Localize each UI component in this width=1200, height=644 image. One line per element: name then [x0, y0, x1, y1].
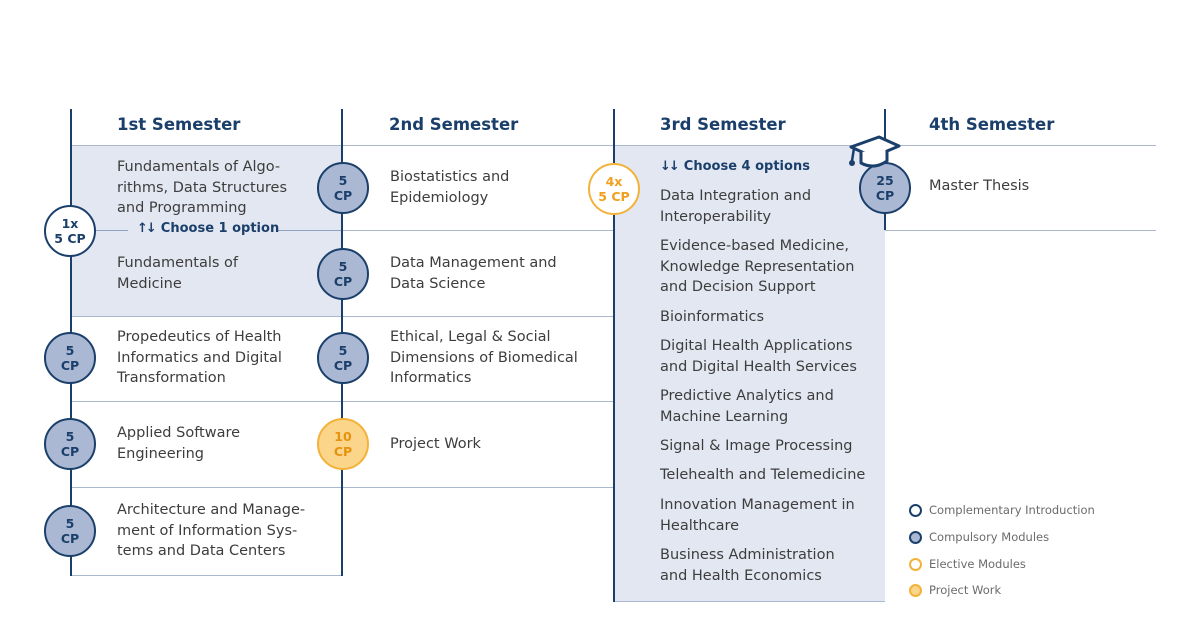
semester-2-module-4: Project Work: [390, 436, 481, 452]
semester-1-module-3: Architecture and Manage- ment of Informa…: [117, 502, 306, 559]
semester-2-module-2-badge: 5 CP: [317, 248, 369, 300]
semester-3-option-7: Telehealth and Telemedicine: [660, 467, 866, 483]
row-line: [885, 230, 1156, 231]
semester-2-module-3: Ethical, Legal & Social Dimensions of Bi…: [390, 329, 578, 386]
semester-1-title: 1st Semester: [117, 115, 241, 134]
semester-3-option-9: Business Administration and Health Econo…: [660, 547, 835, 584]
semester-3-option-5: Predictive Analytics and Machine Learnin…: [660, 388, 834, 425]
semester-2-module-4-badge: 10 CP: [317, 418, 369, 470]
semester-1-module-3-badge: 5 CP: [44, 505, 96, 557]
semester-2-module-2: Data Management and Data Science: [390, 255, 557, 292]
row-line: [71, 575, 342, 576]
semester-3-choice-badge: 4x 5 CP: [588, 163, 640, 215]
choose-divider-left: [96, 230, 128, 231]
semester-1-module-1: Propedeutics of Health Informatics and D…: [117, 329, 282, 386]
elective-panel-semester-3: [614, 145, 885, 601]
semester-1-choose-label: ↑↓ Choose 1 option: [137, 221, 280, 236]
row-line: [614, 601, 885, 602]
semester-1-module-2: Applied Software Engineering: [117, 425, 241, 462]
graduation-cap-icon: [849, 135, 901, 168]
semester-3-option-6: Signal & Image Processing: [660, 438, 853, 454]
semester-3-option-2: Evidence-based Medicine, Knowledge Repre…: [660, 238, 855, 295]
row-line: [342, 230, 614, 231]
legend-complementary: Complementary Introduction: [909, 503, 1095, 517]
semester-2-module-1-badge: 5 CP: [317, 162, 369, 214]
semester-1-option-1: Fundamentals of Algo- rithms, Data Struc…: [117, 159, 287, 216]
semester-3-option-3: Bioinformatics: [660, 309, 764, 325]
semester-3-line: [613, 109, 615, 602]
legend-compulsory-dot: [909, 530, 922, 544]
legend-complementary-dot: [909, 503, 922, 517]
semester-3-option-1: Data Integration and Interoperability: [660, 188, 812, 225]
semester-2-module-1: Biostatistics and Epidemiology: [390, 169, 510, 206]
semester-4-module-1-badge: 25 CP: [859, 162, 911, 214]
semester-3-title: 3rd Semester: [660, 115, 786, 134]
semester-1-module-2-badge: 5 CP: [44, 418, 96, 470]
double-down-arrow-icon: ↓↓: [660, 159, 680, 174]
semester-3-choose-label: ↓↓ Choose 4 options: [660, 159, 810, 174]
legend-compulsory: Compulsory Modules: [909, 530, 1049, 544]
semester-2-title: 2nd Semester: [389, 115, 519, 134]
semester-1-option-2: Fundamentals of Medicine: [117, 255, 238, 292]
legend-elective-dot: [909, 557, 922, 571]
choose-divider-right: [276, 230, 342, 231]
semester-4-title: 4th Semester: [929, 115, 1055, 134]
semester-3-option-8: Innovation Management in Healthcare: [660, 497, 855, 534]
semester-1-module-1-badge: 5 CP: [44, 332, 96, 384]
semester-1-choice-badge: 1x 5 CP: [44, 205, 96, 257]
semester-3-option-4: Digital Health Applications and Digital …: [660, 338, 857, 375]
legend-project-dot: [909, 583, 922, 597]
legend-project: Project Work: [909, 583, 1001, 597]
semester-2-module-3-badge: 5 CP: [317, 332, 369, 384]
semester-4-module-1: Master Thesis: [929, 178, 1030, 194]
legend-elective: Elective Modules: [909, 557, 1026, 571]
swap-arrows-icon: ↑↓: [137, 221, 157, 236]
